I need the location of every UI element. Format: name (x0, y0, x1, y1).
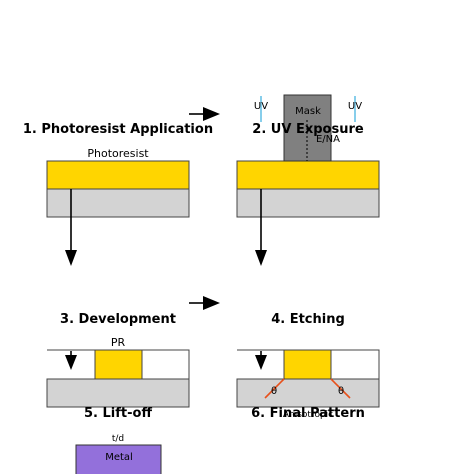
step-2-title: 2. UV Exposure (252, 122, 364, 137)
substrate-layer (236, 378, 380, 408)
theta-label-right: θ (338, 386, 344, 397)
photoresist-layer (236, 160, 380, 190)
flow-arrow-right-2 (189, 296, 220, 310)
td-label: t/d (112, 434, 124, 444)
photoresist-pattern (283, 349, 332, 380)
panel-lift-off: t/d Metal (75, 434, 162, 474)
uv-label-left: UV (254, 101, 268, 112)
etch-angle-line-left (264, 378, 285, 399)
flow-arrow-down-2-head (255, 250, 267, 266)
theta-label-left: θ (271, 386, 277, 397)
pr-label: PR (111, 336, 126, 349)
photoresist-label: Photoresist (87, 147, 149, 160)
flow-arrow-down-1-head (65, 250, 77, 266)
photoresist-layer (46, 160, 190, 190)
step-1-title: 1. Photoresist Application (23, 122, 213, 137)
etch-angle-line-right (330, 378, 351, 399)
photoresist-pattern (94, 349, 143, 380)
substrate-layer (46, 188, 190, 218)
panel-development: 3. Development PR 5. Lift-off (46, 312, 190, 421)
development-outline (47, 349, 190, 379)
anisotropic-label: Anisotropic (283, 410, 333, 420)
flow-arrow-down-4-head (255, 355, 267, 370)
substrate-layer (236, 188, 380, 218)
panel-etching: 4. Etching θ θ Anisotropic 6. Final Patt… (236, 312, 380, 421)
flow-arrow-right-1 (189, 107, 220, 121)
panel-photoresist-application: Photoresist 1. Photoresist Application (23, 122, 213, 266)
step-5-title: 5. Lift-off (84, 406, 152, 421)
metal-label: Metal (105, 452, 133, 463)
uv-label-right: UV (348, 101, 362, 112)
panel-uv-exposure: Mask E/NA UV UV 2. UV Exposure (236, 94, 380, 266)
step-6-title: 6. Final Pattern (251, 406, 365, 421)
mask-label: Mask (295, 106, 321, 117)
step-3-title: 3. Development (60, 312, 176, 327)
flow-arrow-down-3-head (65, 355, 77, 370)
step-4-title: 4. Etching (271, 312, 345, 327)
metal-layer (75, 444, 162, 474)
ena-label: E/NA (316, 134, 340, 145)
substrate-layer (46, 378, 190, 408)
